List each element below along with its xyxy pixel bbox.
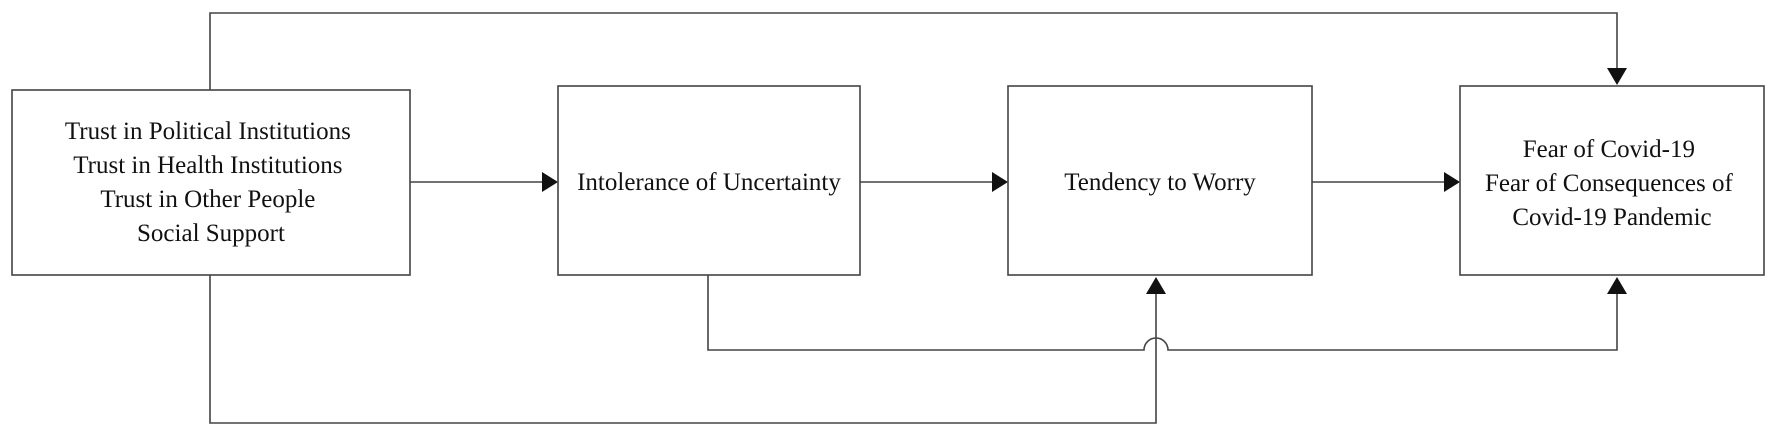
node-worry: Tendency to Worry: [1007, 85, 1313, 276]
node-trust: Trust in Political Institutions Trust in…: [11, 89, 411, 276]
connectors: [209, 12, 1618, 424]
node-trust-line: Trust in Political Institutions: [65, 118, 351, 145]
node-fear-line: Fear of Consequences of: [1485, 170, 1734, 197]
node-intolerance: Intolerance of Uncertainty: [557, 85, 861, 276]
arrowhead-right-icon: [992, 172, 1008, 192]
edge-trust-to-fear: [209, 12, 1618, 90]
edge-trust-to-worry: [209, 275, 1157, 424]
edge-intolerance-to-fear: [707, 275, 1618, 351]
node-fear-line: Covid-19 Pandemic: [1512, 204, 1711, 231]
svg-text:Fear of Covid-19 Fear of: Fear of Covid-19 Fear of Consequences of…: [1485, 136, 1739, 231]
node-fear: Fear of Covid-19 Fear of Consequences of…: [1459, 85, 1765, 276]
node-trust-line: Trust in Health Institutions: [73, 152, 342, 179]
arrowhead-down-icon: [1607, 68, 1627, 85]
node-worry-line: Tendency to Worry: [1064, 169, 1256, 196]
arrowheads: [542, 68, 1627, 294]
svg-text:Trust in Political Institution: Trust in Political Institutions Trust in…: [65, 118, 357, 247]
arrowhead-up-icon: [1607, 277, 1627, 294]
arrowhead-right-icon: [542, 172, 558, 192]
node-fear-box: [1459, 85, 1765, 276]
arrowhead-right-icon: [1444, 172, 1460, 192]
svg-text:Tendency to Worry: Tendency to Worry: [1064, 169, 1256, 196]
node-trust-line: Trust in Other People: [100, 186, 315, 213]
svg-text:Intolerance of Uncertainty: Intolerance of Uncertainty: [577, 169, 841, 196]
node-trust-box: [11, 89, 411, 276]
node-fear-line: Fear of Covid-19: [1523, 136, 1695, 163]
node-trust-line: Social Support: [137, 220, 285, 247]
arrowhead-up-icon: [1146, 277, 1166, 294]
node-intolerance-box: [557, 85, 861, 276]
node-worry-box: [1007, 85, 1313, 276]
node-intolerance-line: Intolerance of Uncertainty: [577, 169, 841, 196]
